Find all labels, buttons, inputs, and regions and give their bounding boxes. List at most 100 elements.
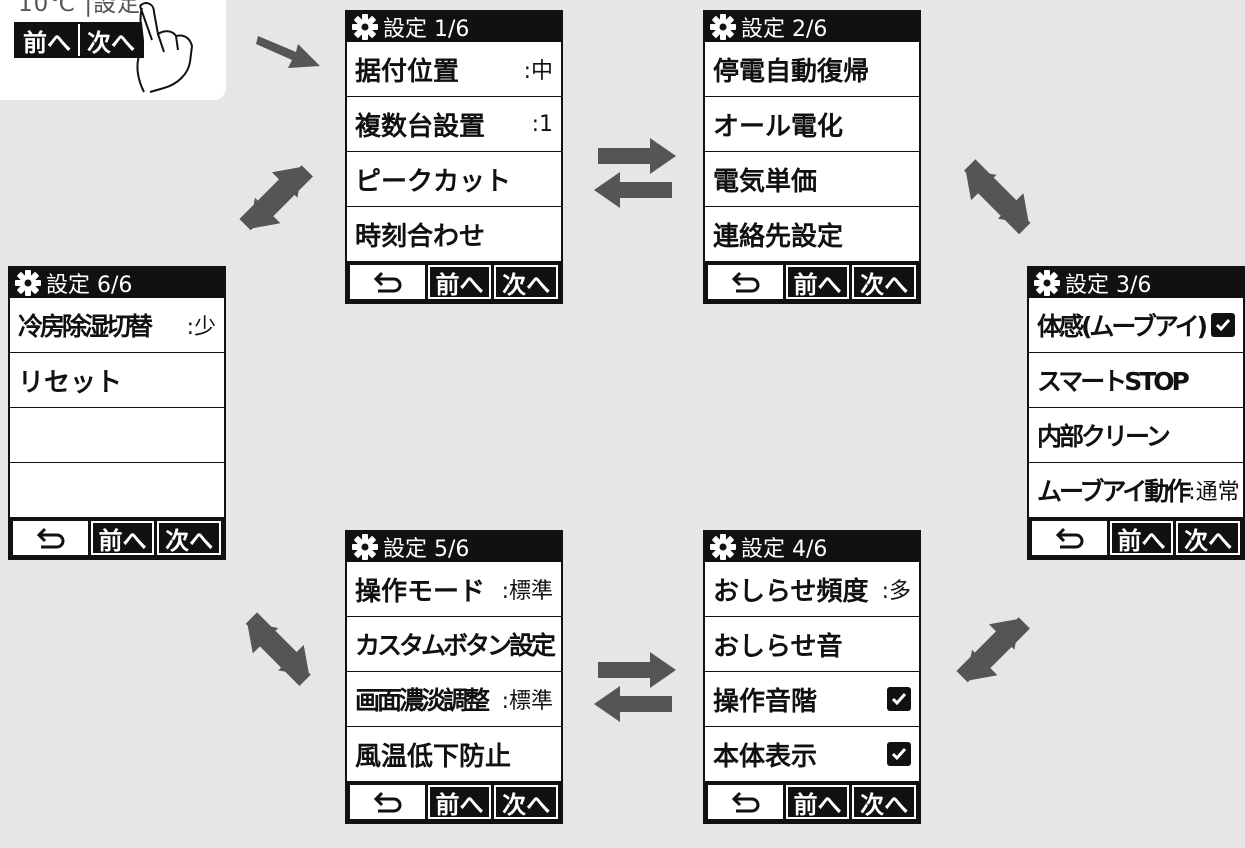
menu-item-smart-stop[interactable]: スマートSTOP [1029,353,1243,408]
menu-item-air-temp-drop-prevention[interactable]: 風温低下防止 [347,727,561,782]
menu-item-label: おしらせ音 [713,631,843,662]
menu-item-multi-unit[interactable]: 複数台設置:1 [347,97,561,152]
screen-title: 設定 5/6 [383,537,470,562]
menu-item-label: リセット [18,367,123,398]
gear-icon [710,14,736,40]
menu-item-internal-clean[interactable]: 内部クリーン [1029,408,1243,463]
double-arrow-6-1-icon [239,165,313,231]
menu-item-operation-mode[interactable]: 操作モード :標準 [347,562,561,617]
prev-button[interactable]: 前へ [427,785,492,819]
menu-item-value: :少 [186,315,216,340]
menu-item-label: 体感(ムーブアイ) [1037,312,1208,341]
menu-item-body-sense[interactable]: 体感(ムーブアイ) [1029,298,1243,353]
screen-footer: 前へ 次へ [347,262,561,302]
prev-button[interactable]: 前へ [90,521,155,555]
menu-item-value: :1 [531,111,553,137]
menu-item-install-position[interactable]: 据付位置:中 [347,42,561,97]
prev-button[interactable]: 前へ [427,265,492,299]
start-next-button[interactable]: 次へ [87,28,135,57]
menu-item-label: おしらせ頻度 [713,576,869,607]
settings-screen-4: 設定 4/6 おしらせ頻度 :多 おしらせ音 操作音階 本体表示 前へ 次へ [703,530,921,824]
next-button[interactable]: 次へ [1176,521,1240,555]
prev-button[interactable]: 前へ [785,265,850,299]
menu-item-all-electric[interactable]: オール電化 [705,97,919,152]
menu-item-label: 操作モード [355,576,486,607]
menu-item-value: :多 [881,579,911,604]
menu-item-electricity-price[interactable]: 電気単価 [705,152,919,207]
menu-item-power-restore[interactable]: 停電自動復帰 [705,42,919,97]
return-icon [37,527,65,549]
menu-item-value: :標準 [501,579,553,604]
menu-item-empty [10,463,224,518]
settings-screen-5: 設定 5/6 操作モード :標準 カスタムボタン設定 画面濃淡調整:標準 風温低下… [345,530,563,824]
screen-title: 設定 1/6 [383,17,470,42]
screen-footer: 前へ 次へ [1029,518,1243,558]
screen-header: 設定 1/6 [347,12,561,42]
back-button[interactable] [708,265,783,299]
menu-item-cool-dehumid-switch[interactable]: 冷房除湿切替 :少 [10,298,224,353]
menu-item-value: :中 [523,59,553,84]
menu-item-operation-tone[interactable]: 操作音階 [705,672,919,727]
back-button[interactable] [708,785,783,819]
prev-button[interactable]: 前へ [1109,521,1174,555]
menu-item-label: 冷房除湿切替 [18,312,153,341]
return-icon [732,791,760,813]
settings-screen-1: 設定 1/6 据付位置:中 複数台設置:1 ピークカット 時刻合わせ 前へ 次へ [345,10,563,304]
menu-item-contact-setting[interactable]: 連絡先設定 [705,207,919,262]
back-button[interactable] [1032,521,1107,555]
menu-item-label: 画面濃淡調整 [355,686,490,715]
menu-item-label: 操作音階 [713,686,818,717]
menu-item-screen-contrast[interactable]: 画面濃淡調整:標準 [347,672,561,727]
screen-title: 設定 3/6 [1065,273,1152,298]
menu-item-label: 連絡先設定 [713,221,844,252]
arrow-start-to-1-icon [256,36,320,68]
back-button[interactable] [350,265,425,299]
menu-item-label: 電気単価 [713,166,818,197]
next-button[interactable]: 次へ [852,785,916,819]
menu-item-label: スマートSTOP [1037,367,1190,396]
checkbox-checked-icon[interactable] [887,742,911,766]
screen-header: 設定 6/6 [10,268,224,298]
start-partial-text: 10℃ |設定 [18,0,142,17]
return-icon [374,791,402,813]
next-button[interactable]: 次へ [494,785,558,819]
menu-item-notice-frequency[interactable]: おしらせ頻度 :多 [705,562,919,617]
back-button[interactable] [350,785,425,819]
back-button[interactable] [13,521,88,555]
menu-item-empty [10,408,224,463]
return-icon [732,271,760,293]
next-button[interactable]: 次へ [852,265,916,299]
prev-button[interactable]: 前へ [785,785,850,819]
menu-item-unit-display[interactable]: 本体表示 [705,727,919,782]
double-arrow-3-4-icon [956,617,1030,683]
menu-item-label: ムーブアイ動作 [1037,477,1191,506]
start-prev-button[interactable]: 前へ [16,24,80,57]
start-card: 10℃ |設定 前へ 次へ [0,0,226,100]
settings-screen-2: 設定 2/6 停電自動復帰 オール電化 電気単価 連絡先設定 前へ 次へ [703,10,921,304]
menu-item-custom-button[interactable]: カスタムボタン設定 [347,617,561,672]
screen-header: 設定 4/6 [705,532,919,562]
menu-item-reset[interactable]: リセット [10,353,224,408]
menu-item-label: 風温低下防止 [355,741,512,772]
next-button[interactable]: 次へ [157,521,221,555]
settings-screen-6: 設定 6/6 冷房除湿切替 :少 リセット 前へ 次へ [8,266,226,560]
gear-icon [15,270,41,296]
gear-icon [710,534,736,560]
gear-icon [352,534,378,560]
menu-item-label: 時刻合わせ [355,221,486,252]
checkbox-checked-icon[interactable] [887,687,911,711]
double-arrow-1-2-icon [594,138,676,208]
settings-screen-3: 設定 3/6 体感(ムーブアイ) スマートSTOP 内部クリーン ムーブアイ動作… [1027,266,1245,560]
menu-item-notice-sound[interactable]: おしらせ音 [705,617,919,672]
screen-footer: 前へ 次へ [10,518,224,558]
checkbox-checked-icon[interactable] [1211,313,1235,337]
menu-item-peak-cut[interactable]: ピークカット [347,152,561,207]
next-button[interactable]: 次へ [494,265,558,299]
menu-item-clock-set[interactable]: 時刻合わせ [347,207,561,262]
menu-item-value: :通常 [1188,480,1240,505]
start-button-bar: 前へ 次へ [14,22,144,58]
double-arrow-4-5-icon [594,652,676,722]
menu-item-move-eye-action[interactable]: ムーブアイ動作:通常 [1029,463,1243,518]
screen-header: 設定 5/6 [347,532,561,562]
pointing-hand-icon [136,2,194,93]
